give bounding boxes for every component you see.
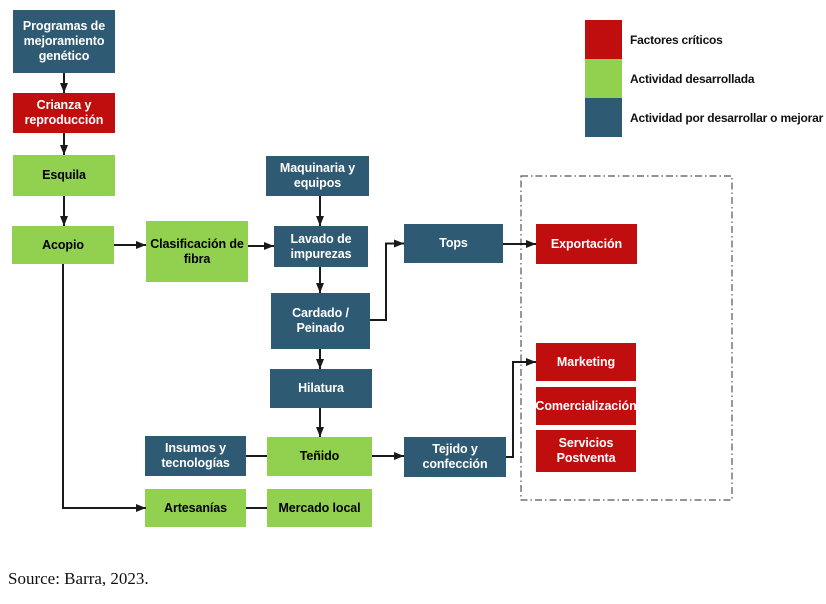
node-artesanias: Artesanías bbox=[145, 489, 246, 527]
node-exportacion: Exportación bbox=[536, 224, 637, 264]
node-acopio: Acopio bbox=[12, 226, 114, 264]
node-maquinaria-equipos: Maquinaria y equipos bbox=[266, 156, 369, 196]
node-lavado-impurezas: Lavado de impurezas bbox=[274, 226, 368, 267]
node-programas-mejoramiento: Programas de mejoramiento genético bbox=[13, 10, 115, 73]
legend: Factores críticos Actividad desarrollada… bbox=[585, 20, 823, 137]
legend-swatch-to-improve bbox=[585, 98, 622, 137]
node-insumos-tecnologias: Insumos y tecnologías bbox=[145, 436, 246, 476]
edge-tejido-marketing bbox=[506, 358, 536, 458]
node-hilatura: Hilatura bbox=[270, 369, 372, 408]
edge-cardado-tops bbox=[370, 239, 404, 321]
node-crianza-reproduccion: Crianza y reproducción bbox=[13, 93, 115, 133]
node-esquila: Esquila bbox=[13, 155, 115, 196]
node-comercializacion: Comercialización bbox=[535, 387, 637, 425]
legend-label-critical: Factores críticos bbox=[630, 32, 723, 47]
legend-item-critical: Factores críticos bbox=[585, 20, 823, 59]
node-mercado-local: Mercado local bbox=[267, 489, 372, 527]
legend-label-to-improve: Actividad por desarrollar o mejorar bbox=[630, 110, 824, 125]
source-note: Source: Barra, 2023. bbox=[8, 569, 149, 588]
legend-item-developed: Actividad desarrollada bbox=[585, 59, 823, 98]
node-tops: Tops bbox=[404, 224, 503, 263]
node-tenido: Teñido bbox=[267, 437, 372, 476]
node-cardado-peinado: Cardado / Peinado bbox=[271, 293, 370, 349]
node-marketing: Marketing bbox=[536, 343, 636, 381]
legend-swatch-developed bbox=[585, 59, 622, 98]
node-servicios-postventa: Servicios Postventa bbox=[536, 430, 636, 472]
legend-label-developed: Actividad desarrollada bbox=[630, 71, 755, 86]
node-clasificacion-fibra: Clasificación de fibra bbox=[146, 221, 248, 282]
edge-acopio-artesanias bbox=[62, 264, 146, 512]
legend-swatch-critical bbox=[585, 20, 622, 59]
node-tejido-confeccion: Tejido y confección bbox=[404, 437, 506, 477]
legend-item-to-improve: Actividad por desarrollar o mejorar bbox=[585, 98, 823, 137]
